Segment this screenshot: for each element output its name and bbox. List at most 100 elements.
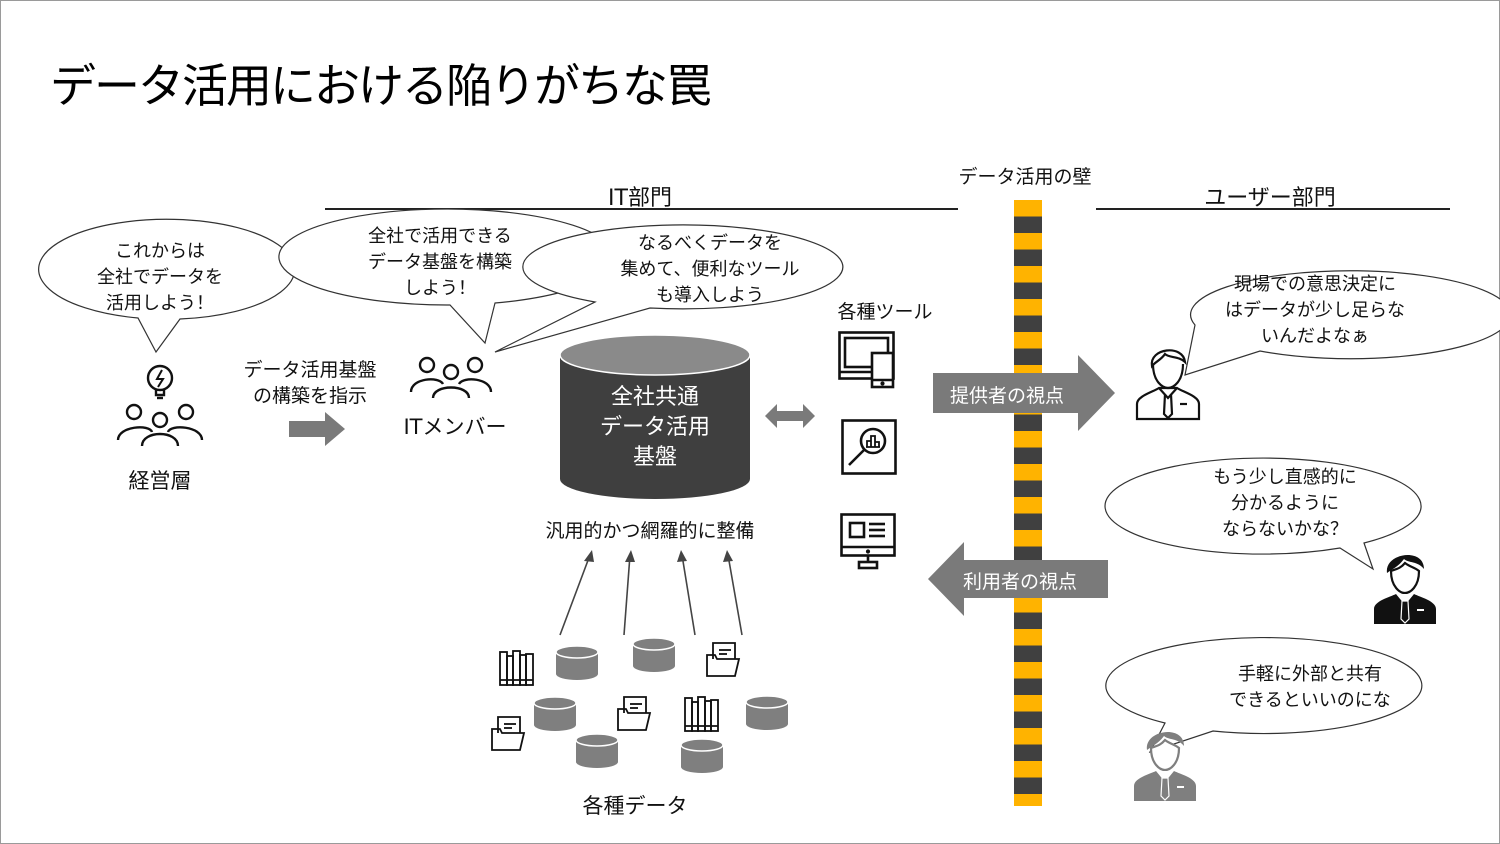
businessperson-black-icon — [1374, 555, 1436, 624]
speech-line: いんだよなぁ — [1261, 326, 1369, 347]
user-perspective-label: 利用者の視点 — [963, 571, 1078, 593]
instruction-label: データ活用基盤 の構築を指示 — [225, 357, 395, 409]
user-department-label: ユーザー部門 — [1204, 186, 1336, 211]
wall-stripe — [1014, 464, 1042, 481]
wall-stripe — [1014, 728, 1042, 745]
speech-line: これからは — [115, 241, 205, 262]
wall-stripe — [1014, 332, 1042, 349]
user-speech-1: 現場での意思決定に はデータが少し足らな いんだよなぁ — [1185, 272, 1445, 350]
speech-line: なるべくデータを — [638, 233, 782, 254]
wall-stripe — [1014, 546, 1042, 563]
provider-perspective-arrow — [933, 355, 1115, 431]
instruction-line: の構築を指示 — [252, 385, 367, 407]
source-arrow — [559, 554, 591, 636]
wall-stripe — [1014, 645, 1042, 662]
user-speech-3: 手軽に外部と共有 できるといいのにな — [1180, 662, 1440, 714]
wall-stripe — [1014, 266, 1042, 283]
speech-line: 現場での意思決定に — [1234, 274, 1396, 295]
instruction-line: データ活用基盤 — [243, 359, 377, 381]
right-arrow-icon — [289, 412, 345, 446]
wall-stripe — [1014, 695, 1042, 712]
wall-stripe — [1014, 761, 1042, 778]
platform-line: 全社共通 — [610, 385, 699, 410]
executives-speech-bubble — [38, 218, 296, 354]
platform-line: 基盤 — [632, 445, 677, 470]
it-speech-bubble-2 — [494, 224, 844, 353]
platform-label: 全社共通 データ活用 基盤 — [558, 383, 752, 473]
provider-perspective-label: 提供者の視点 — [950, 385, 1065, 407]
wall-stripe — [1014, 200, 1042, 217]
executives-speech: これからは 全社でデータを 活用しよう！ — [40, 239, 280, 317]
speech-line: 全社で活用できる — [368, 226, 512, 247]
wall-stripe — [1014, 480, 1042, 497]
speech-line: もう少し直感的に — [1213, 467, 1357, 488]
it-department-rule — [325, 208, 958, 210]
speech-line: はデータが少し足らな — [1225, 300, 1405, 321]
tools-label: 各種ツール — [837, 301, 933, 323]
double-arrow-icon — [765, 404, 815, 428]
speech-line: 活用しよう！ — [106, 293, 214, 314]
speech-line: 全社でデータを — [97, 267, 223, 288]
platform-cylinder — [559, 334, 751, 499]
wall-stripe — [1014, 678, 1042, 695]
speech-line: できるといいのにな — [1229, 690, 1391, 711]
businessperson-gray-icon — [1134, 732, 1196, 801]
user-perspective-arrow — [928, 542, 1108, 616]
source-arrow-head — [677, 550, 687, 562]
wall-label: データ活用の壁 — [958, 166, 1092, 188]
speech-line: ならないかな？ — [1222, 519, 1348, 540]
dashboard-monitor-icon — [840, 513, 896, 570]
wall-stripe — [1014, 249, 1042, 266]
source-arrow — [727, 554, 743, 636]
businessperson-outline-icon — [1135, 349, 1201, 421]
wall-stripe — [1014, 216, 1042, 233]
source-arrow-head — [625, 550, 635, 562]
wall-stripe — [1014, 447, 1042, 464]
user-speech-bubble-1 — [1184, 270, 1500, 376]
speech-line: しよう！ — [404, 278, 476, 299]
user-speech-bubble-2 — [1104, 457, 1422, 571]
wall-stripe — [1014, 431, 1042, 448]
source-arrow — [681, 554, 696, 636]
speech-line: 手軽に外部と共有 — [1238, 664, 1382, 685]
analytics-search-icon — [841, 419, 897, 475]
it-speech-2: なるべくデータを 集めて、便利なツール も導入しよう — [580, 231, 840, 309]
devices-icon — [838, 331, 895, 389]
wall-stripe — [1014, 282, 1042, 299]
wall-stripe — [1014, 629, 1042, 646]
wall-stripe — [1014, 596, 1042, 613]
team-icon — [409, 356, 493, 399]
wall-stripe — [1014, 794, 1042, 806]
source-arrows — [559, 550, 743, 636]
source-arrow-head — [723, 550, 733, 562]
wall-stripe — [1014, 233, 1042, 250]
speech-line: 集めて、便利なツール — [620, 259, 800, 280]
wall-stripe — [1014, 315, 1042, 332]
wall-stripe — [1014, 299, 1042, 316]
platform-line: データ活用 — [599, 415, 710, 440]
wall-stripe — [1014, 662, 1042, 679]
speech-line: 分かるように — [1231, 493, 1339, 514]
data-sources-label: 各種データ — [582, 794, 688, 818]
wall-stripe — [1014, 497, 1042, 514]
wall-stripe — [1014, 744, 1042, 761]
page-title: データ活用における陥りがちな罠 — [50, 59, 712, 113]
wall-stripe — [1014, 348, 1042, 365]
wall-stripe — [1014, 414, 1042, 431]
user-department-rule — [1096, 208, 1450, 210]
platform-caption: 汎用的かつ網羅的に整備 — [545, 520, 755, 542]
user-speech-2: もう少し直感的に 分かるように ならないかな？ — [1155, 465, 1415, 543]
it-speech-1: 全社で活用できる データ基盤を構築 しよう！ — [320, 224, 560, 302]
wall-stripe — [1014, 530, 1042, 547]
wall-stripe — [1014, 612, 1042, 629]
source-arrow-head — [584, 550, 594, 562]
speech-line: データ基盤を構築 — [368, 252, 512, 273]
source-arrow — [623, 554, 631, 636]
speech-line: も導入しよう — [656, 285, 764, 306]
wall-stripe — [1014, 777, 1042, 794]
wall-stripe — [1014, 513, 1042, 530]
executives-label: 経営層 — [128, 469, 192, 493]
user-speech-bubble-3 — [1105, 636, 1423, 754]
wall-stripe — [1014, 711, 1042, 728]
